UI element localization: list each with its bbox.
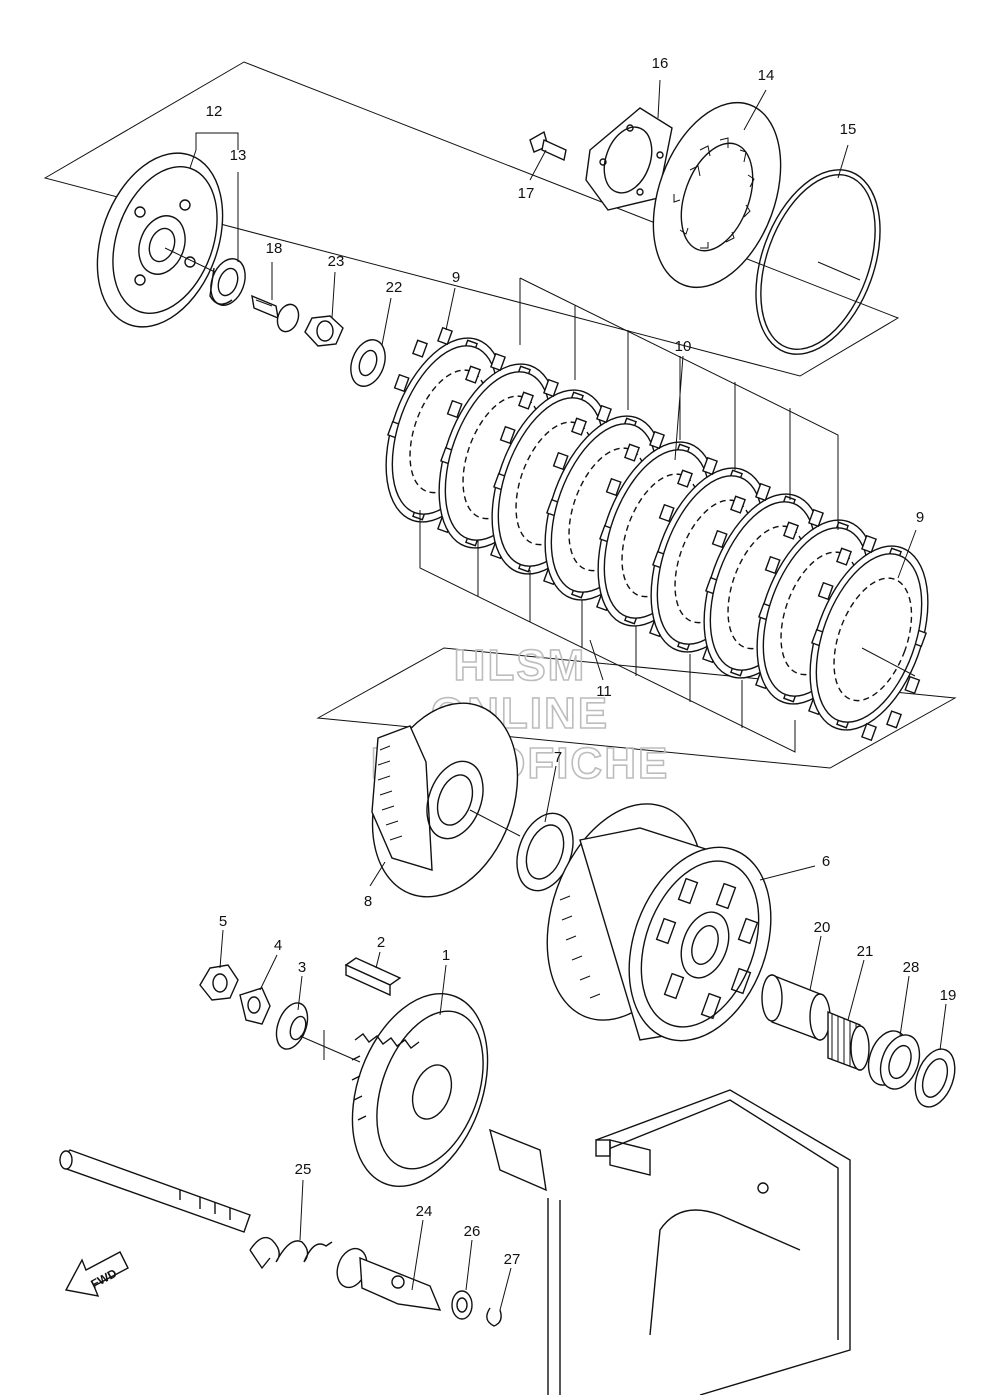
return-spring-part bbox=[249, 1236, 333, 1270]
callout-2: 2 bbox=[377, 934, 385, 951]
bolt-part bbox=[529, 130, 567, 162]
callout-21: 21 bbox=[857, 943, 874, 960]
callout-15: 15 bbox=[840, 121, 857, 138]
spacer-washer-part bbox=[914, 1048, 956, 1108]
callout-14: 14 bbox=[758, 67, 775, 84]
lock-nut-part bbox=[304, 315, 344, 347]
callout-28: 28 bbox=[903, 959, 920, 976]
wire-ring-part bbox=[755, 169, 881, 355]
watermark-line-1: HLSM bbox=[454, 641, 587, 690]
callout-16: 16 bbox=[652, 55, 669, 72]
callout-3: 3 bbox=[298, 959, 306, 976]
bearing-part bbox=[209, 258, 246, 306]
upper-assembly-frame bbox=[43, 61, 900, 377]
damper-plate-part bbox=[652, 101, 782, 289]
callout-5: 5 bbox=[219, 913, 227, 930]
callout-10: 10 bbox=[675, 338, 692, 355]
callout-6: 6 bbox=[822, 853, 830, 870]
clutch-plate-stack bbox=[385, 326, 929, 742]
sleeve-part bbox=[761, 973, 831, 1042]
callout-24: 24 bbox=[416, 1203, 433, 1220]
push-lever-part bbox=[336, 1247, 442, 1311]
hex-nut-part bbox=[199, 964, 239, 1001]
callout-1: 1 bbox=[442, 947, 450, 964]
clutch-boss-part bbox=[371, 702, 521, 898]
callout-27: 27 bbox=[504, 1251, 521, 1268]
callout-11: 11 bbox=[596, 683, 612, 700]
clutch-housing-part bbox=[546, 803, 772, 1042]
primary-drive-gear-part bbox=[351, 992, 547, 1192]
callout-8: 8 bbox=[364, 893, 372, 910]
callout-19: 19 bbox=[940, 987, 957, 1004]
lock-washer-part bbox=[239, 987, 271, 1025]
callout-labels: 12 13 16 14 15 17 18 23 22 9 10 9 11 7 8… bbox=[206, 55, 957, 1268]
circlip-part bbox=[486, 1307, 502, 1327]
callout-4: 4 bbox=[274, 937, 282, 954]
callout-18: 18 bbox=[266, 240, 283, 257]
callout-20: 20 bbox=[814, 919, 831, 936]
friction-plate-end bbox=[809, 534, 929, 742]
crankcase-outline bbox=[547, 1089, 851, 1395]
callout-12: 12 bbox=[206, 103, 223, 120]
callout-17: 17 bbox=[518, 185, 535, 202]
callout-9-top: 9 bbox=[452, 269, 460, 286]
fwd-arrow-icon: FWD bbox=[64, 1251, 129, 1297]
plate-washer-part bbox=[275, 1002, 361, 1063]
key-part bbox=[323, 957, 402, 1060]
callout-22: 22 bbox=[386, 279, 403, 296]
washer-part bbox=[350, 339, 386, 387]
small-washer-part bbox=[451, 1290, 473, 1320]
callout-26: 26 bbox=[464, 1223, 481, 1240]
leader-lines bbox=[189, 79, 947, 1311]
plate-stack-frame bbox=[316, 647, 957, 769]
callout-7: 7 bbox=[554, 749, 562, 766]
group-bracket-lines bbox=[419, 277, 916, 753]
callout-13: 13 bbox=[230, 147, 247, 164]
needle-bearing-part bbox=[827, 1010, 870, 1072]
pressure-plate-part bbox=[96, 152, 224, 328]
push-rod-part bbox=[251, 294, 300, 333]
callout-9-right: 9 bbox=[916, 509, 924, 526]
push-lever-shaft bbox=[59, 1149, 251, 1233]
bushing-part bbox=[867, 1030, 921, 1090]
callout-23: 23 bbox=[328, 253, 345, 270]
callout-25: 25 bbox=[295, 1161, 312, 1178]
